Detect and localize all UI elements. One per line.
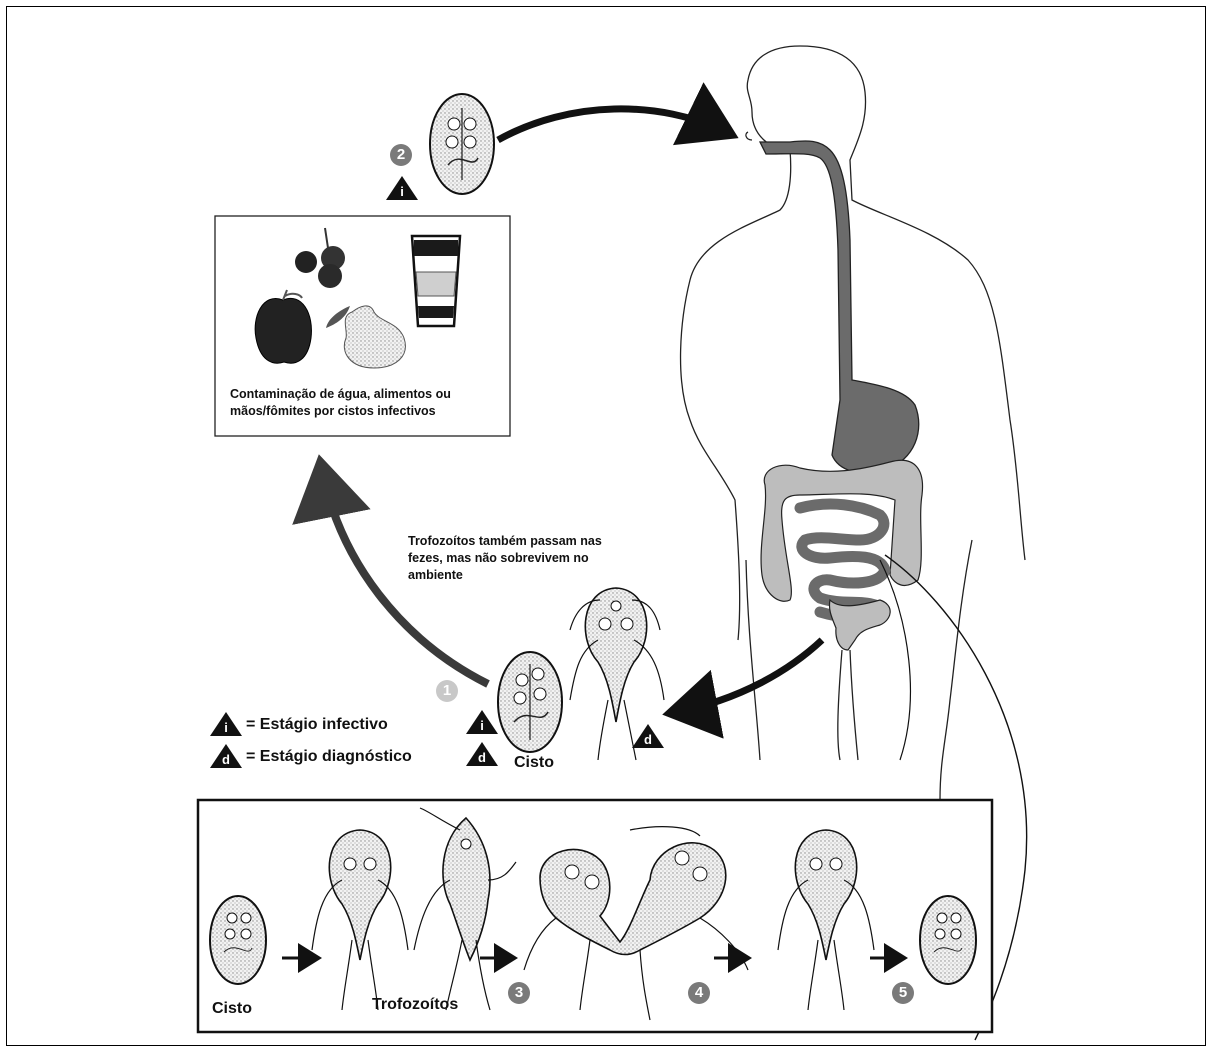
- box-cyst-start: [210, 896, 266, 984]
- step-2-badge: 2: [390, 144, 412, 166]
- legend-diagnostic-label: = Estágio diagnóstico: [246, 748, 412, 766]
- arrow-to-feces: [676, 640, 822, 712]
- legend-badge-i: i: [216, 720, 236, 735]
- step-4-badge: 4: [688, 982, 710, 1004]
- badge-d-cyst: d: [472, 750, 492, 765]
- box-trophozoites-label: Trofozoítos: [372, 996, 458, 1014]
- cyst-label: Cisto: [514, 754, 554, 772]
- environment-caption: Contaminação de água, alimentos ou mãos/…: [230, 386, 506, 420]
- legend-infective-label: = Estágio infectivo: [246, 716, 388, 734]
- box-cyst-end: [920, 896, 976, 984]
- box-cyst-label: Cisto: [212, 1000, 252, 1018]
- zoom-line-left: [880, 560, 910, 760]
- step-5-badge: 5: [892, 982, 914, 1004]
- cyst-infective: [430, 94, 494, 194]
- digestive-tract: [760, 141, 923, 650]
- trophozoite-note: Trofozoítos também passam nas fezes, mas…: [408, 533, 608, 584]
- legend-badge-d: d: [216, 752, 236, 767]
- arrow-to-mouth: [498, 109, 726, 140]
- step-3-badge: 3: [508, 982, 530, 1004]
- cyst-diagnostic: [498, 652, 562, 752]
- badge-i-step2: i: [392, 184, 412, 199]
- water-glass-icon: [412, 236, 460, 326]
- badge-d-trophozoite: d: [638, 732, 658, 747]
- step-1-badge: 1: [436, 680, 458, 702]
- badge-i-cyst: i: [472, 718, 492, 733]
